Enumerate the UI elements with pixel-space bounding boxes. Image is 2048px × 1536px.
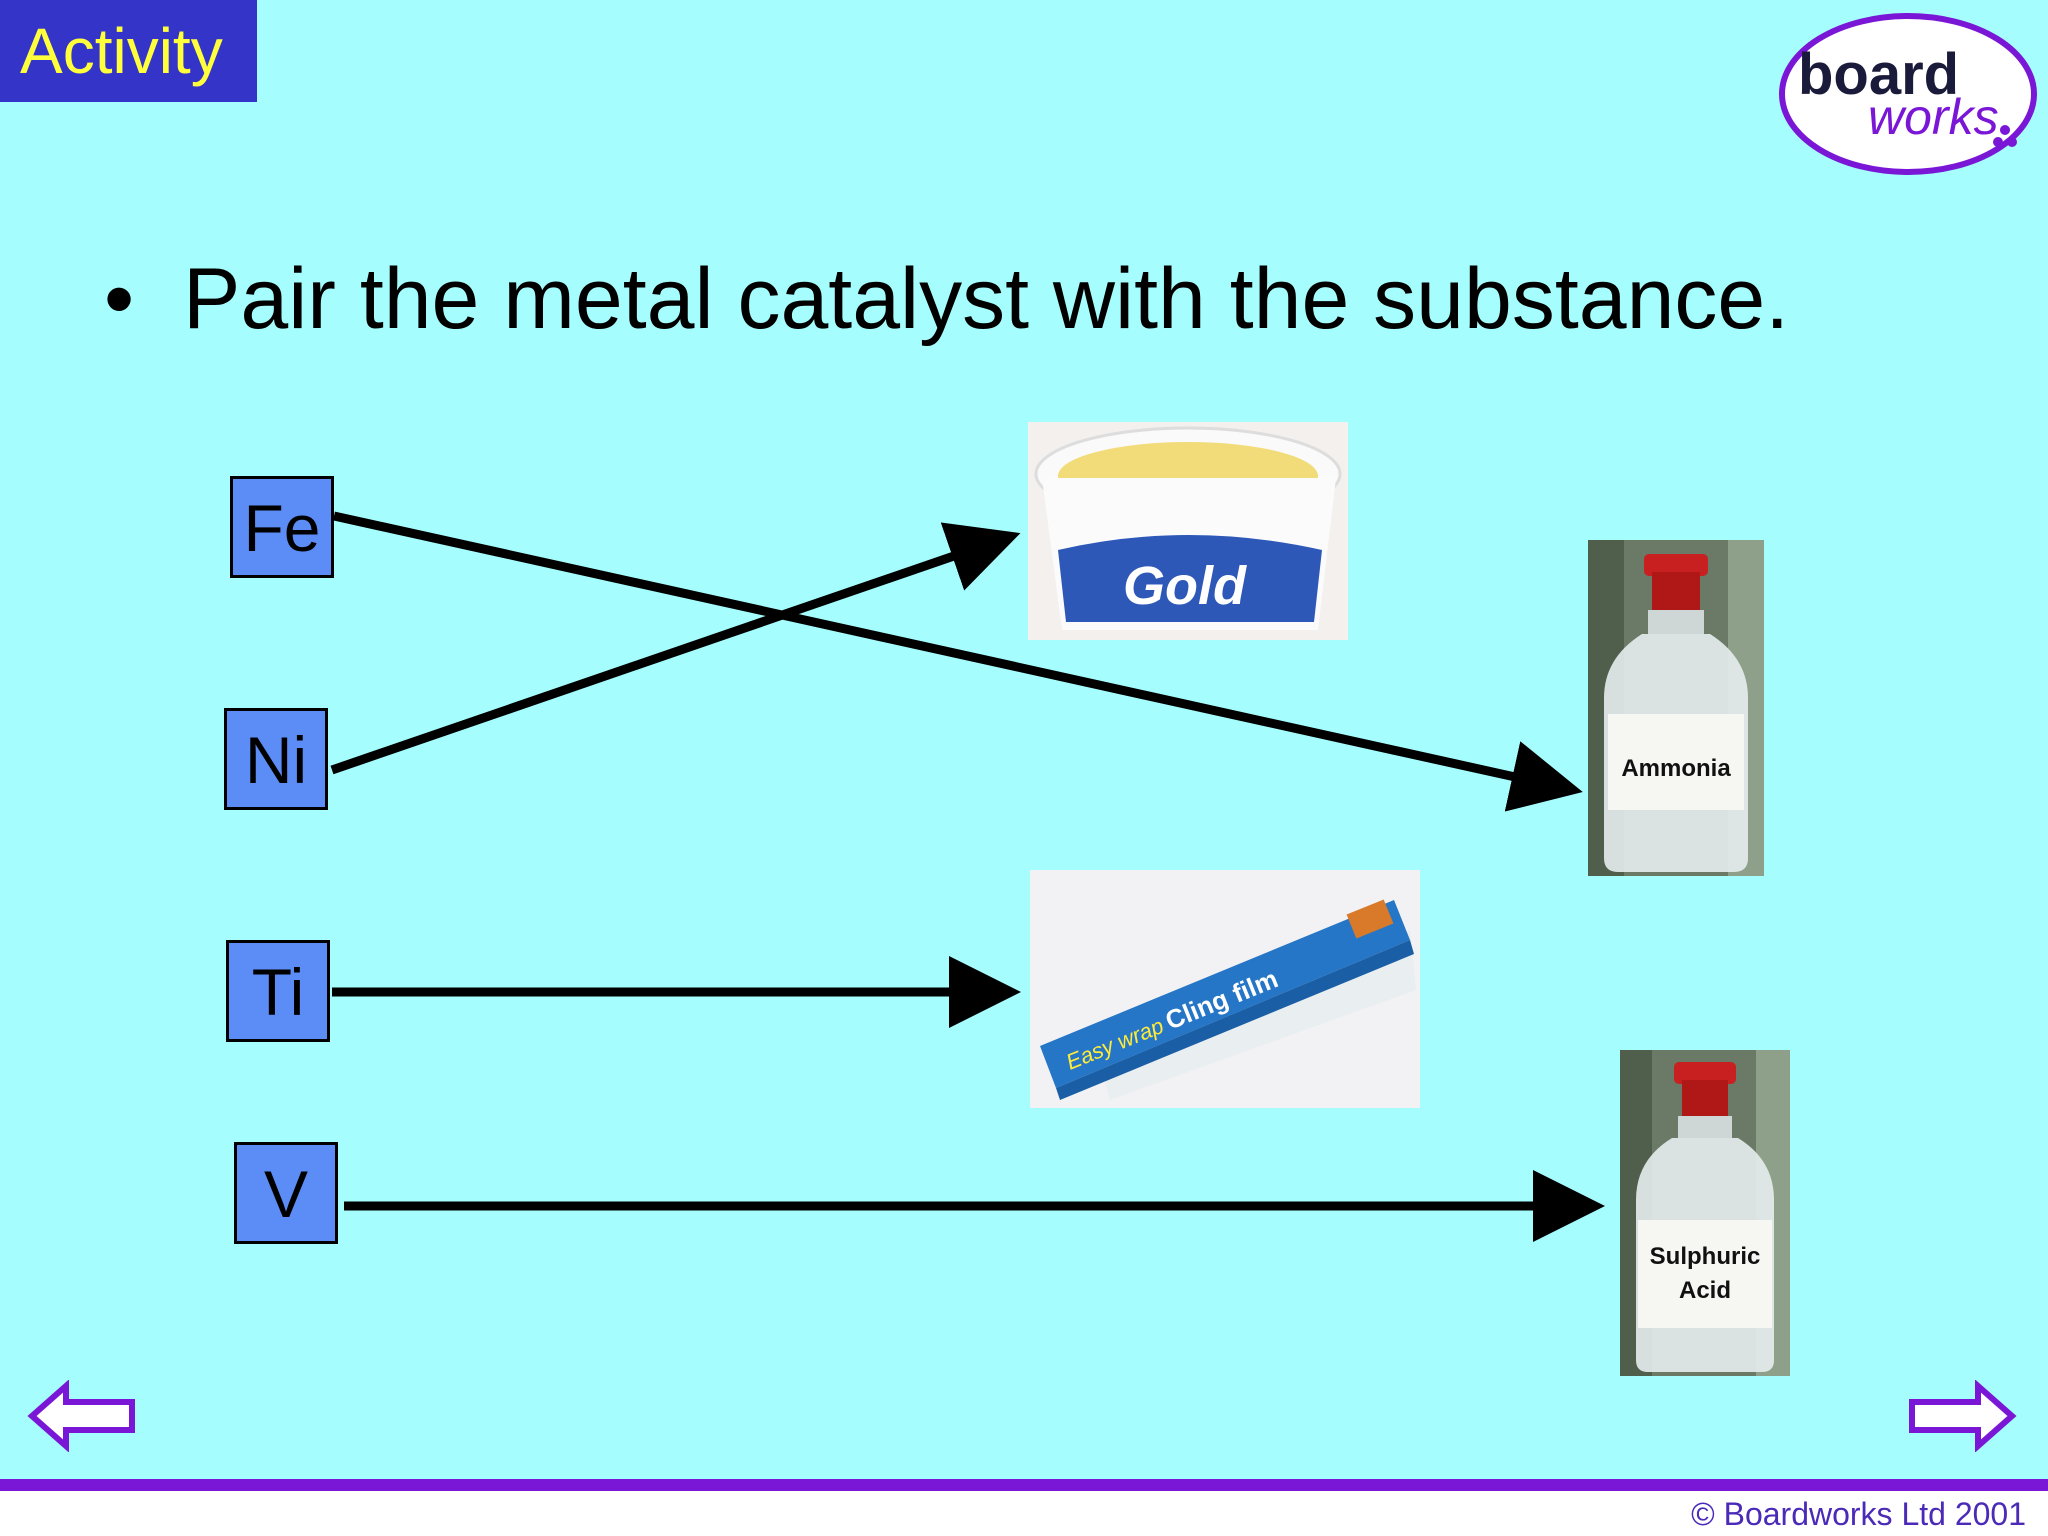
ammonia-bottle-image[interactable]: Ammonia — [1588, 540, 1764, 876]
metal-box-v[interactable]: V — [234, 1142, 338, 1244]
copyright-text: © Boardworks Ltd 2001 — [1691, 1496, 2026, 1532]
right-arrow-icon[interactable] — [1906, 1380, 2018, 1452]
metal-box-fe[interactable]: Fe — [230, 476, 334, 578]
bullet-point: • — [104, 251, 135, 347]
sulphuric-acid-label-line1: Sulphuric — [1650, 1243, 1761, 1270]
metal-box-ni[interactable]: Ni — [224, 708, 328, 810]
sulphuric-acid-bottle-image[interactable]: Sulphuric Acid — [1620, 1050, 1790, 1376]
margarine-brand: Gold — [1123, 556, 1247, 616]
left-arrow-icon[interactable] — [26, 1380, 138, 1452]
logo-text-works: works — [1868, 89, 1999, 145]
arrow-ni-to-margarine — [330, 522, 1021, 775]
margarine-tub-image[interactable]: Gold — [1028, 422, 1348, 640]
instruction-text: Pair the metal catalyst with the substan… — [183, 251, 1790, 347]
cling-film-image[interactable]: Easy wrap Cling film — [1030, 870, 1420, 1108]
activity-tag: Activity — [0, 0, 257, 102]
metal-box-ti[interactable]: Ti — [226, 940, 330, 1042]
logo-text-board: board — [1798, 42, 1959, 107]
footer-bar — [0, 1479, 2048, 1491]
arrow-fe-to-ammonia — [333, 511, 1583, 812]
ammonia-label: Ammonia — [1621, 755, 1731, 782]
footer — [0, 1491, 2048, 1536]
sulphuric-acid-label-line2: Acid — [1679, 1277, 1731, 1304]
boardworks-logo: board works — [1779, 13, 2037, 175]
